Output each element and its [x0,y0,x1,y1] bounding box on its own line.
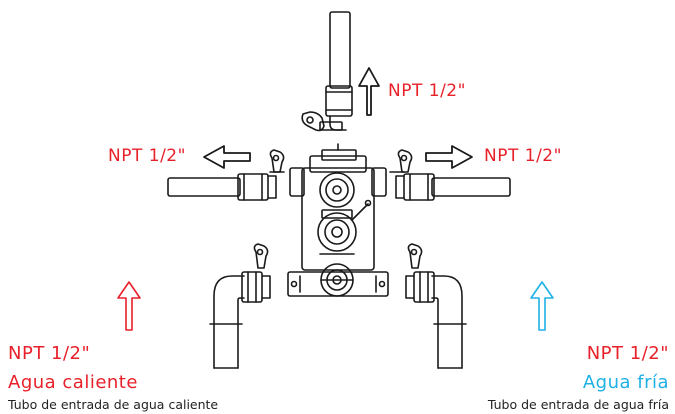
right-outlet-pipe [389,149,511,201]
left-outlet-label: NPT 1/2" [108,146,186,166]
cold-size-label: NPT 1/2" [586,343,669,364]
hot-name-label: Agua caliente [8,372,138,393]
cold-inlet-pipe [405,243,467,369]
top-outlet-pipe [301,11,353,132]
up-arrow-icon [358,67,380,116]
right-outlet-label: NPT 1/2" [484,146,562,166]
cold-desc-label: Tubo de entrada de agua fría [487,397,669,412]
cold-arrow-icon [530,281,554,331]
left-arrow-icon [203,145,251,169]
right-arrow-icon [425,145,473,169]
cold-name-label: Agua fría [582,372,669,393]
hot-desc-label: Tubo de entrada de agua caliente [8,397,219,412]
hot-size-label: NPT 1/2" [8,343,91,364]
left-outlet-pipe [167,149,285,201]
hot-inlet-pipe [209,243,271,369]
top-outlet-label: NPT 1/2" [388,81,466,101]
hot-arrow-icon [117,281,141,331]
valve-body [287,143,389,297]
